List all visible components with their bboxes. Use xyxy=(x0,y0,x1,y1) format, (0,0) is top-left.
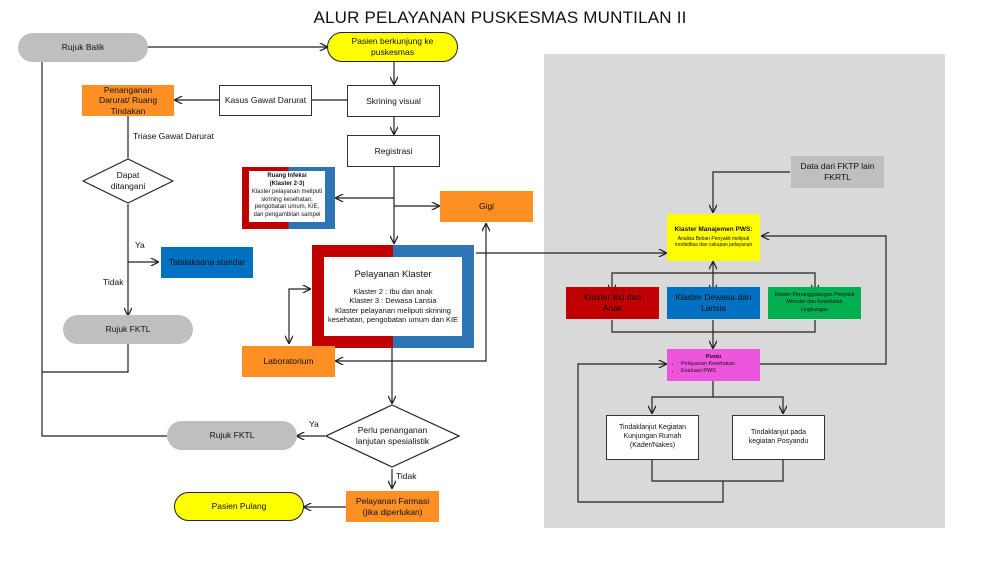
rujuk-fktl-label-1: Rujuk FKTL xyxy=(105,324,151,335)
klaster-penanggulangan-label: Klaster Penanggulangan Penyakit Menular … xyxy=(774,292,855,313)
pelayanan-klaster-box[interactable]: Pelayanan Klaster Klaster 2 : Ibu dan an… xyxy=(312,245,474,348)
pelayanan-klaster-title: Pelayanan Klaster xyxy=(354,268,432,280)
tindaklanjut-kunjungan-box[interactable]: Tindaklanjut Kegiatan Kunjungan Rumah (K… xyxy=(606,415,699,460)
edge-rujukbalik-loop xyxy=(41,62,167,437)
klaster-ibu-anak-box[interactable]: Klaster Ibu dan Anak xyxy=(566,287,659,319)
klaster-manajemen-box[interactable]: Klaster Manajemen PWS: Analisa Beban Pen… xyxy=(667,214,760,261)
pustu-box[interactable]: Pustu Pelayanan Kesehatan Evaluasi PWS xyxy=(667,349,760,381)
pasien-berkunjung-terminal[interactable]: Pasien berkunjung ke puskesmas xyxy=(327,32,458,62)
klaster-dewasa-lansia-label: Klaster Dewasa dan Lansia xyxy=(675,292,752,313)
data-fktp-label: Data dari FKTP lain FKRTL xyxy=(800,161,875,182)
tatalaksana-standar-box[interactable]: Tatalaksana standar xyxy=(161,247,253,278)
pustu-items: Pelayanan Kesehatan Evaluasi PWS xyxy=(667,361,760,376)
ruang-infeksi-subtitle: (Klaster 2-3) xyxy=(269,180,305,187)
penanganan-darurat-label: Penanganan Darurat/ Ruang Tindakan xyxy=(98,84,158,116)
klaster-penanggulangan-box[interactable]: Klaster Penanggulangan Penyakit Menular … xyxy=(768,287,861,319)
rujuk-fktl-label-2: Rujuk FKTL xyxy=(209,430,255,441)
tatalaksana-standar-label: Tatalaksana standar xyxy=(168,257,246,268)
skrining-visual-label: Skrining visual xyxy=(366,95,421,106)
pasien-pulang-terminal[interactable]: Pasien Pulang xyxy=(174,492,304,521)
pustu-title: Pustu xyxy=(705,353,722,360)
tidak-label: Tidak xyxy=(103,277,124,287)
penanganan-darurat-box[interactable]: Penanganan Darurat/ Ruang Tindakan xyxy=(82,85,174,116)
pelayanan-klaster-line1: Klaster 2 : Ibu dan anak xyxy=(353,286,433,296)
perlu-penanganan-decision[interactable]: Perlu penanganan lanjutan spesialistik xyxy=(325,404,460,468)
pasien-pulang-label: Pasien Pulang xyxy=(211,501,267,512)
edge-klaster-lab xyxy=(289,289,310,343)
dapat-ditangani-decision[interactable]: Dapat ditangani xyxy=(82,158,174,204)
diamond-shape xyxy=(82,158,174,204)
rujuk-balik-label: Rujuk Balik xyxy=(61,42,105,53)
laboratorium-label: Laboratorium xyxy=(263,356,314,367)
tidak-label-2: Tidak xyxy=(396,471,417,481)
klaster-manajemen-title: Klaster Manajemen PWS: xyxy=(674,225,753,233)
pelayanan-farmasi-box[interactable]: Pelayanan Farmasi (jika diperlukan) xyxy=(346,491,439,522)
perlu-penanganan-label: Perlu penanganan lanjutan spesialistik xyxy=(355,424,430,446)
ruang-infeksi-title: Ruang Infeksi xyxy=(267,173,307,180)
edge-rujukfktl-loop xyxy=(42,343,129,373)
ya-label-2: Ya xyxy=(309,419,319,429)
rujuk-fktl-terminal-1[interactable]: Rujuk FKTL xyxy=(63,315,193,344)
gigi-box[interactable]: Gigi xyxy=(440,191,533,222)
registrasi-label: Registrasi xyxy=(374,145,413,156)
data-fktp-box[interactable]: Data dari FKTP lain FKRTL xyxy=(791,156,884,188)
registrasi-box[interactable]: Registrasi xyxy=(347,135,440,167)
laboratorium-box[interactable]: Laboratorium xyxy=(242,346,335,377)
ruang-infeksi-description: Klaster pelayanan meliputi skrining kese… xyxy=(251,188,323,219)
pustu-item: Evaluasi PWS xyxy=(681,368,760,376)
klaster-ibu-anak-label: Klaster Ibu dan Anak xyxy=(583,292,642,313)
tindaklanjut-posyandu-label: Tindaklanjut pada kegiatan Posyandu xyxy=(748,428,809,445)
kasus-gawat-darurat-box[interactable]: Kasus Gawat Darurat xyxy=(219,85,312,116)
pelayanan-farmasi-label: Pelayanan Farmasi (jika diperlukan) xyxy=(355,495,430,517)
dapat-ditangani-label: Dapat ditangani xyxy=(110,169,146,191)
gigi-label: Gigi xyxy=(478,201,495,212)
triase-label: Triase Gawat Darurat xyxy=(133,131,214,141)
tindaklanjut-posyandu-box[interactable]: Tindaklanjut pada kegiatan Posyandu xyxy=(732,415,825,460)
klaster-dewasa-lansia-box[interactable]: Klaster Dewasa dan Lansia xyxy=(667,287,760,319)
ruang-infeksi-box[interactable]: Ruang Infeksi (Klaster 2-3) Klaster pela… xyxy=(242,167,335,229)
pasien-berkunjung-label: Pasien berkunjung ke puskesmas xyxy=(351,36,434,57)
diamond-shape-2 xyxy=(325,404,460,468)
klaster-manajemen-description: Analisa Beban Penyakit meliputi morbidit… xyxy=(674,235,753,249)
rujuk-fktl-terminal-2[interactable]: Rujuk FKTL xyxy=(167,421,297,450)
rujuk-balik-terminal[interactable]: Rujuk Balik xyxy=(18,33,148,62)
pelayanan-klaster-line3: Klaster pelayanan meliputi skrining kese… xyxy=(327,305,459,324)
skrining-visual-box[interactable]: Skrining visual xyxy=(347,85,440,117)
kasus-gawat-darurat-label: Kasus Gawat Darurat xyxy=(224,95,307,106)
ya-label: Ya xyxy=(135,240,145,250)
tindaklanjut-kunjungan-label: Tindaklanjut Kegiatan Kunjungan Rumah (K… xyxy=(618,424,687,449)
pustu-item: Pelayanan Kesehatan xyxy=(681,361,760,369)
pelayanan-klaster-line2: Klaster 3 : Dewasa Lansia xyxy=(349,296,437,306)
page-title: ALUR PELAYANAN PUSKESMAS MUNTILAN II xyxy=(313,8,687,27)
